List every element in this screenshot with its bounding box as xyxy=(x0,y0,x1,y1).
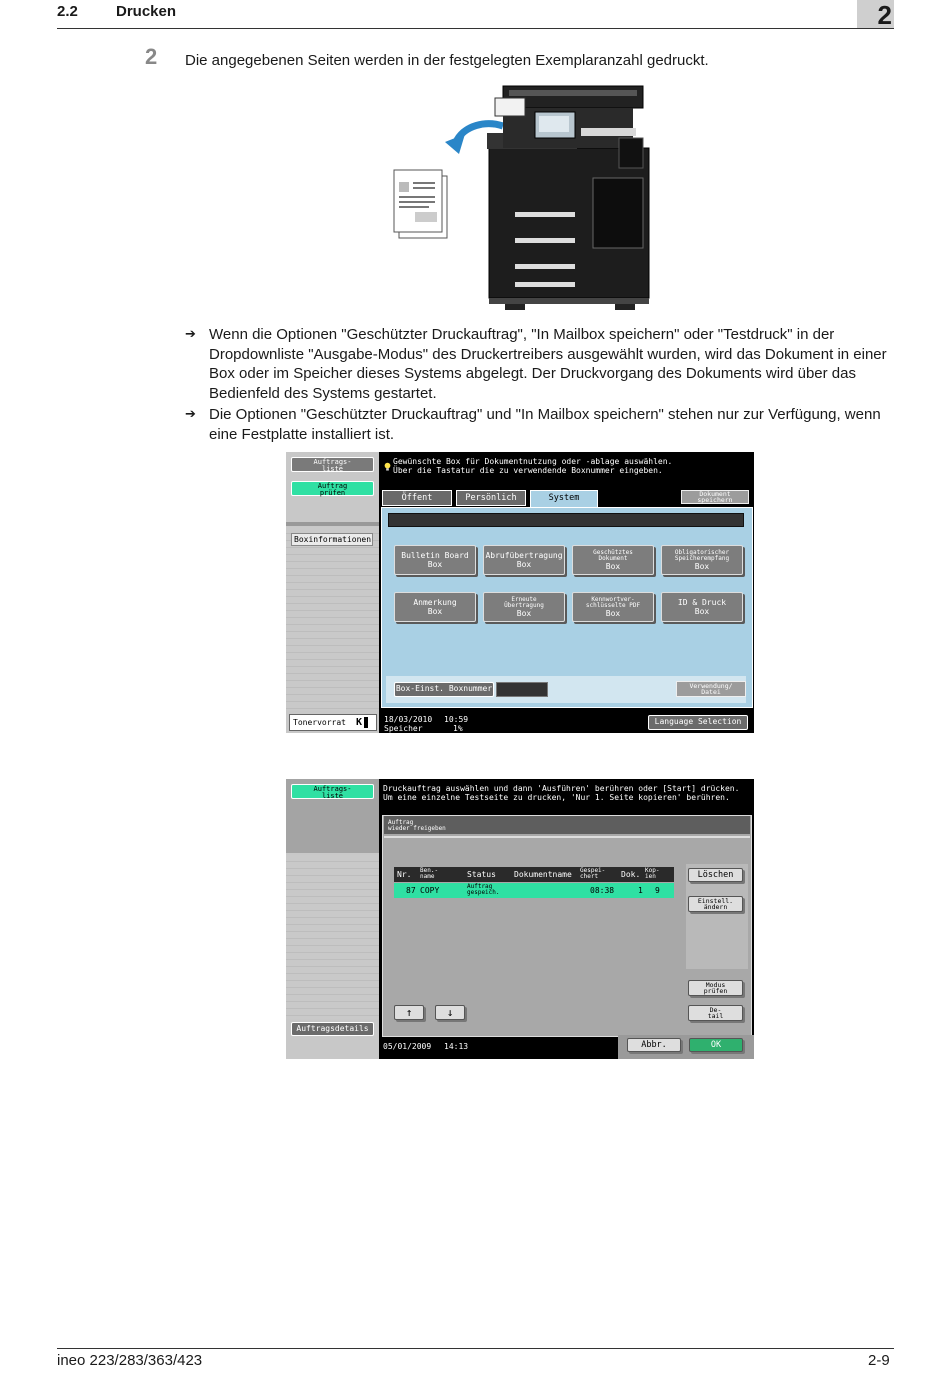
memory-value: 1% xyxy=(453,724,463,733)
time-display: 10:59 xyxy=(444,715,469,724)
detail-button[interactable]: De-tail xyxy=(688,1005,743,1021)
toner-level-bar xyxy=(364,717,368,728)
arrow-up-icon: ↑ xyxy=(405,1005,413,1019)
ok-button[interactable]: OK xyxy=(689,1038,743,1052)
box-number-input[interactable] xyxy=(496,682,548,697)
instruction-line-1: Gewünschte Box für Dokumentnutzung oder … xyxy=(393,457,673,466)
header-rule xyxy=(57,28,894,29)
language-selection-button[interactable]: Language Selection xyxy=(648,715,748,730)
box-label: Obligatorischer xyxy=(674,548,730,556)
note-text: Wenn die Optionen "Geschützter Druckauft… xyxy=(209,326,887,402)
printer-illustration xyxy=(393,85,650,310)
box-label: schlüsselte PDF xyxy=(585,601,641,609)
delete-button[interactable]: Löschen xyxy=(688,868,743,882)
box-label: Box xyxy=(427,607,443,616)
job-table-header: Nr. Ben.- name Status Dokumentname Gespe… xyxy=(394,867,674,882)
cancel-button[interactable]: Abbr. xyxy=(627,1038,681,1052)
box-number-display xyxy=(388,513,744,527)
note-text: Die Optionen "Geschützter Druckauftrag" … xyxy=(209,406,881,443)
date-display: 05/01/2009 xyxy=(383,1042,432,1051)
box-label: Box xyxy=(694,561,710,571)
tab-personal[interactable]: Persönlich xyxy=(456,490,526,506)
footer-page-number: 2-9 xyxy=(868,1352,890,1369)
footer-rule xyxy=(57,1348,894,1349)
job-release-panel: Auftrags-liste Auftragsdetails Druckauft… xyxy=(286,779,754,1059)
box-label: Box xyxy=(427,560,443,569)
change-settings-button[interactable]: Einstell.ändern xyxy=(688,896,743,912)
table-row[interactable]: 87 COPY Auftrag gespeich. 08:38 1 9 xyxy=(394,883,674,898)
arrow-right-icon: ➔ xyxy=(185,407,196,422)
step-number: 2 xyxy=(145,44,158,69)
box-label: Speicherempfang xyxy=(674,554,730,562)
toner-k-label: K xyxy=(356,717,363,728)
job-list-button[interactable]: Auftrags-liste xyxy=(291,784,374,800)
box-label: Box xyxy=(605,561,621,571)
lightbulb-icon xyxy=(383,456,392,471)
scroll-down-button[interactable]: ↓ xyxy=(435,1005,465,1020)
box-label: Box xyxy=(605,608,621,618)
arrow-down-icon: ↓ xyxy=(446,1005,454,1019)
sidebar-pattern xyxy=(286,855,379,1019)
section-number: 2.2 xyxy=(57,3,78,20)
box-label: Box xyxy=(516,608,532,618)
box-label: Anmerkung xyxy=(413,598,457,607)
copier-machine-icon xyxy=(487,85,650,310)
job-details-button[interactable]: Auftragsdetails xyxy=(291,1022,374,1036)
instruction-line-2: Über die Tastatur die zu verwendende Box… xyxy=(393,466,663,475)
chapter-number: 2 xyxy=(857,0,894,30)
arrow-right-icon: ➔ xyxy=(185,327,196,342)
time-display: 14:13 xyxy=(444,1042,469,1051)
step-text: Die angegebenen Seiten werden in der fes… xyxy=(185,52,709,69)
footer-model: ineo 223/283/363/423 xyxy=(57,1352,203,1369)
box-label: Box xyxy=(516,560,532,569)
use-file-button[interactable]: Verwendung/Datei xyxy=(676,681,746,697)
note-item: ➔ Die Optionen "Geschützter Druckauftrag… xyxy=(185,405,897,444)
tab-system[interactable]: System xyxy=(530,490,598,508)
box-settings-button[interactable]: Box-Einst. Boxnummer xyxy=(394,682,494,697)
sidebar-pattern xyxy=(286,527,379,711)
box-label: Übertragung xyxy=(504,601,544,609)
release-title-bar: Auftrag wieder freigeben xyxy=(384,816,750,834)
box-label: Erneute xyxy=(511,595,537,603)
date-display: 18/03/2010 xyxy=(384,715,433,724)
section-title: Drucken xyxy=(116,3,177,20)
note-item: ➔ Wenn die Optionen "Geschützter Druckau… xyxy=(185,325,897,403)
instruction-line-2: Um eine einzelne Testseite zu drucken, '… xyxy=(383,793,730,802)
paper-stack-icon xyxy=(393,169,448,239)
note-list: ➔ Wenn die Optionen "Geschützter Druckau… xyxy=(185,325,897,446)
box-label: Kennwortver- xyxy=(591,595,635,603)
box-label: Geschütztes xyxy=(593,548,633,556)
memory-label: Speicher xyxy=(384,724,423,733)
tab-public[interactable]: Öffent xyxy=(382,490,452,506)
box-label: Bulletin Board xyxy=(401,551,469,560)
instruction-line-1: Druckauftrag auswählen und dann 'Ausführ… xyxy=(383,784,740,793)
toner-indicator: Tonervorrat K xyxy=(289,714,377,731)
box-label: Abrufübertragung xyxy=(485,551,563,560)
box-info-button[interactable]: Boxinformationen xyxy=(291,533,373,546)
scroll-up-button[interactable]: ↑ xyxy=(394,1005,424,1020)
box-label: Dokument xyxy=(598,554,628,562)
box-label: ID & Druck xyxy=(677,598,727,607)
box-label: Box xyxy=(694,607,710,616)
job-list-button[interactable]: Auftrags-liste xyxy=(291,457,374,473)
